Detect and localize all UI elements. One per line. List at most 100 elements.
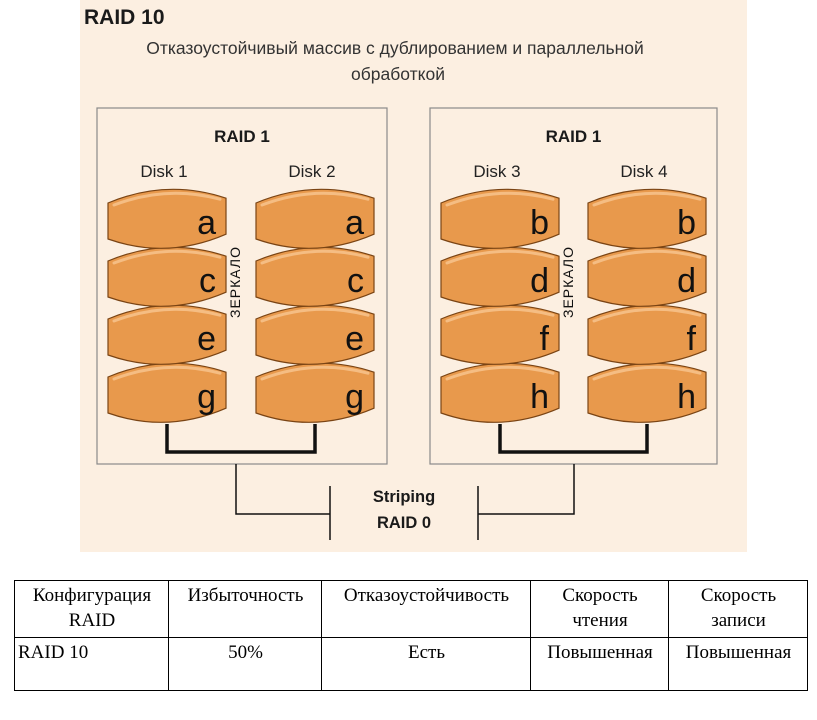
disk-slice: b bbox=[440, 188, 560, 249]
header-redundancy: Избыточность bbox=[168, 580, 322, 638]
disk-slice-highlight bbox=[592, 365, 702, 381]
disk-label: Disk 1 bbox=[140, 162, 187, 181]
disk-slice-highlight bbox=[592, 307, 702, 323]
block-letter: c bbox=[347, 262, 364, 300]
disk-slice: c bbox=[255, 246, 375, 307]
diagram-subtitle-line1: Отказоустойчивый массив с дублированием … bbox=[146, 38, 644, 58]
striping-line-right bbox=[477, 464, 575, 540]
disk-slice-body bbox=[587, 304, 707, 365]
mirror-bracket bbox=[498, 424, 649, 454]
diagram-subtitle-line2: обработкой bbox=[351, 64, 445, 84]
disk-slice: h bbox=[587, 362, 707, 423]
disk-slice-body bbox=[107, 246, 227, 307]
disk-slice: b bbox=[587, 188, 707, 249]
block-letter: d bbox=[677, 262, 696, 300]
header-write-speed: Скорость записи bbox=[668, 580, 808, 638]
disk-slice-body bbox=[587, 188, 707, 249]
cell-write-speed: Повышенная bbox=[668, 637, 808, 691]
disk-slice: d bbox=[440, 246, 560, 307]
disk-label: Disk 2 bbox=[288, 162, 335, 181]
disk-slice-body bbox=[255, 304, 375, 365]
disk-slice-body bbox=[107, 188, 227, 249]
block-letter: h bbox=[677, 378, 696, 416]
striping-label: Striping bbox=[373, 488, 435, 506]
block-letter: e bbox=[197, 320, 216, 358]
header-read-speed: Скорость чтения bbox=[530, 580, 669, 638]
disk-slice-body bbox=[255, 188, 375, 249]
disk-slice-body bbox=[440, 188, 560, 249]
block-letter: a bbox=[345, 204, 364, 242]
disk-slice-body bbox=[587, 246, 707, 307]
disk-slice-body bbox=[107, 304, 227, 365]
table-header-row: Конфигурация RAID Избыточность Отказоуст… bbox=[14, 580, 808, 638]
mirror-label: ЗЕРКАЛО bbox=[560, 246, 576, 318]
raid10-diagram: RAID 10 Отказоустойчивый массив с дублир… bbox=[84, 6, 718, 540]
disk-slice-body bbox=[107, 362, 227, 423]
disk-slice-highlight bbox=[112, 307, 222, 323]
disk-slice: h bbox=[440, 362, 560, 423]
raid-spec-table: Конфигурация RAID Избыточность Отказоуст… bbox=[14, 580, 808, 691]
disk-slice-highlight bbox=[260, 249, 370, 265]
disk-slice-highlight bbox=[445, 365, 555, 381]
disk-slice-body bbox=[440, 304, 560, 365]
header-fault-tolerance: Отказоустойчивость bbox=[321, 580, 531, 638]
cell-config: RAID 10 bbox=[14, 637, 169, 691]
disk-slice-highlight bbox=[445, 249, 555, 265]
disk-slice-highlight bbox=[112, 191, 222, 207]
block-letter: g bbox=[197, 378, 216, 416]
disk-slice: d bbox=[587, 246, 707, 307]
block-letter: g bbox=[345, 378, 364, 416]
disk-slice: a bbox=[255, 188, 375, 249]
header-config: Конфигурация RAID bbox=[14, 580, 169, 638]
block-letter: e bbox=[345, 320, 364, 358]
disk-slice-highlight bbox=[592, 249, 702, 265]
disk-slice: c bbox=[107, 246, 227, 307]
striping-raid0-label: RAID 0 bbox=[377, 514, 431, 532]
block-letter: c bbox=[199, 262, 216, 300]
cell-redundancy: 50% bbox=[168, 637, 322, 691]
block-letter: h bbox=[530, 378, 549, 416]
disk-label: Disk 3 bbox=[473, 162, 520, 181]
disk-slice: f bbox=[440, 304, 560, 365]
mirror-label: ЗЕРКАЛО bbox=[227, 246, 243, 318]
disk-slice-highlight bbox=[445, 307, 555, 323]
raid1-label: RAID 1 bbox=[546, 127, 602, 146]
disk-slice-body bbox=[587, 362, 707, 423]
disk-slice-highlight bbox=[260, 307, 370, 323]
block-letter: b bbox=[530, 204, 549, 242]
striping-line-left bbox=[235, 464, 331, 540]
disk-slice: g bbox=[255, 362, 375, 423]
disk-slice: f bbox=[587, 304, 707, 365]
block-letter: f bbox=[687, 320, 697, 358]
cell-read-speed: Повышенная bbox=[530, 637, 669, 691]
disk-slice: e bbox=[255, 304, 375, 365]
disk-slice-body bbox=[440, 362, 560, 423]
block-letter: b bbox=[677, 204, 696, 242]
disk-label: Disk 4 bbox=[620, 162, 667, 181]
diagram-title: RAID 10 bbox=[84, 6, 165, 29]
disk-slice-highlight bbox=[592, 191, 702, 207]
mirror-bracket bbox=[165, 424, 317, 454]
disk-slice-body bbox=[255, 362, 375, 423]
cell-fault-tolerance: Есть bbox=[321, 637, 531, 691]
disk-slice-highlight bbox=[445, 191, 555, 207]
table-row: RAID 10 50% Есть Повышенная Повышенная bbox=[14, 637, 808, 691]
disk-slice: a bbox=[107, 188, 227, 249]
disk-slice-body bbox=[255, 246, 375, 307]
disk-slice-highlight bbox=[260, 191, 370, 207]
block-letter: d bbox=[530, 262, 549, 300]
disk-slice: e bbox=[107, 304, 227, 365]
striping-connector: Striping RAID 0 bbox=[235, 464, 575, 540]
disk-slice: g bbox=[107, 362, 227, 423]
block-letter: f bbox=[540, 320, 550, 358]
disk-slice-highlight bbox=[112, 365, 222, 381]
disk-slice-highlight bbox=[260, 365, 370, 381]
block-letter: a bbox=[197, 204, 216, 242]
